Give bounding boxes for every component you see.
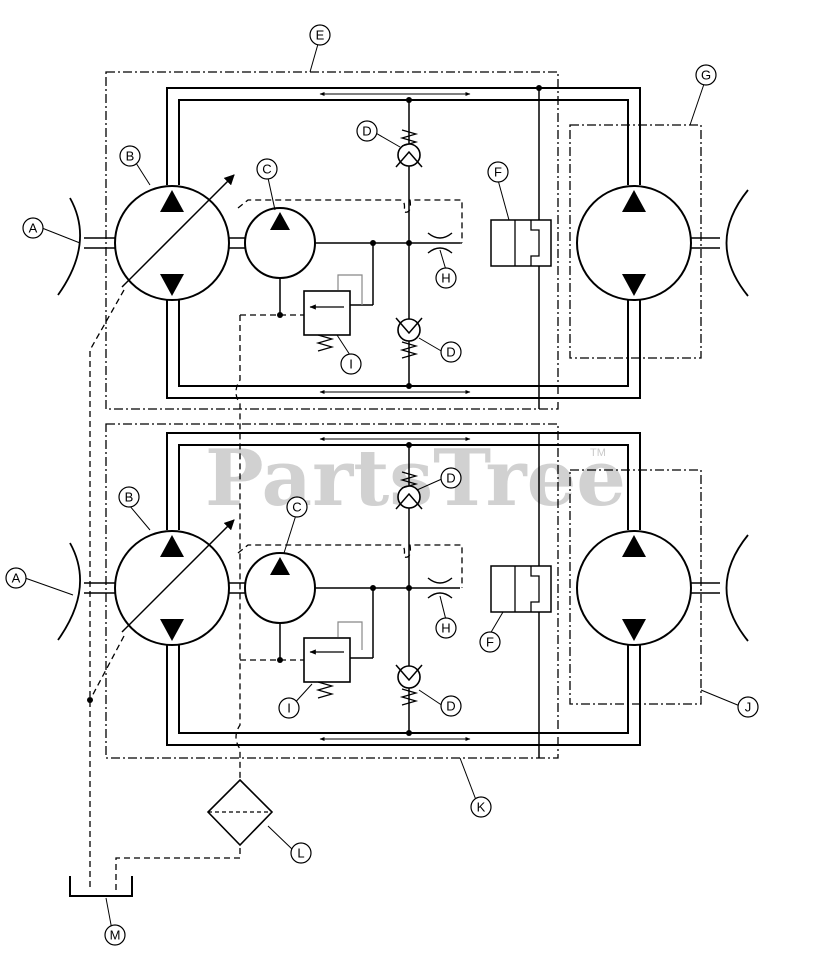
- reservoir-m: [69, 876, 133, 897]
- pilot-line-upper: [237, 199, 463, 243]
- svg-text:C: C: [262, 162, 271, 177]
- upper-circuit: [57, 71, 749, 410]
- svg-text:D: D: [446, 471, 455, 486]
- svg-text:E: E: [316, 28, 325, 43]
- callout-c-lower: C: [286, 496, 308, 518]
- svg-text:I: I: [349, 357, 353, 372]
- callout-l: L: [290, 842, 312, 864]
- svg-text:D: D: [446, 345, 455, 360]
- callout-k: K: [470, 796, 492, 818]
- orifice-h-upper: [409, 232, 460, 254]
- callout-i-lower: I: [278, 697, 300, 719]
- watermark-text: PartsTree: [205, 433, 626, 524]
- callout-f-upper: F: [487, 161, 509, 183]
- output-coupling-upper: [725, 189, 749, 297]
- main-loop-inner-lower: [178, 444, 629, 734]
- callout-d-lower-2: D: [440, 695, 462, 717]
- svg-text:B: B: [126, 149, 135, 164]
- enclosure-k: [105, 423, 559, 759]
- callout-i-upper: I: [340, 353, 362, 375]
- filter-l: [206, 778, 274, 847]
- svg-text:A: A: [29, 221, 38, 236]
- svg-text:H: H: [441, 621, 450, 636]
- pilot-line-lower: [237, 544, 463, 588]
- orifice-h-lower: [409, 577, 460, 599]
- output-coupling-lower: [725, 534, 749, 642]
- enclosure-j: [569, 469, 702, 705]
- input-coupling-a-lower: [57, 542, 81, 641]
- svg-text:B: B: [125, 490, 134, 505]
- svg-text:J: J: [745, 700, 752, 715]
- callout-f-lower: F: [479, 631, 501, 653]
- check-valve-d-upper-2: [395, 317, 423, 359]
- svg-text:M: M: [110, 928, 121, 943]
- charge-pump-c-upper: [244, 207, 316, 279]
- callout-d-upper-1: D: [356, 120, 378, 142]
- lower-circuit: [57, 423, 749, 759]
- wheel-motor-upper: [576, 185, 692, 301]
- relief-valve-i-lower: [240, 621, 363, 699]
- callout-m: M: [104, 924, 126, 946]
- callout-leaders: [24, 43, 741, 931]
- callout-a-lower: A: [5, 567, 27, 589]
- callout-b-lower: B: [118, 486, 140, 508]
- wheel-motor-lower: [576, 530, 692, 646]
- svg-text:F: F: [494, 165, 502, 180]
- enclosure-g: [569, 124, 702, 359]
- svg-text:D: D: [446, 699, 455, 714]
- check-valve-d-upper-1: [395, 129, 423, 168]
- drain-lines: [89, 289, 241, 890]
- main-loop-outer-lower: [166, 432, 641, 746]
- check-valve-d-lower-1: [395, 471, 423, 510]
- charge-pump-c-lower: [244, 552, 316, 624]
- svg-text:D: D: [362, 124, 371, 139]
- svg-text:G: G: [701, 68, 711, 83]
- svg-text:K: K: [477, 800, 486, 815]
- callout-c-upper: C: [256, 158, 278, 180]
- valve-f-upper: [490, 219, 552, 267]
- relief-valve-i-upper: [240, 274, 363, 352]
- svg-text:H: H: [441, 271, 450, 286]
- input-coupling-a-upper: [57, 197, 81, 296]
- svg-text:A: A: [12, 571, 21, 586]
- callouts: A B C D E F G H D I A B C D F H D I J K …: [5, 24, 759, 946]
- callout-g: G: [695, 64, 717, 86]
- callout-j: J: [737, 696, 759, 718]
- watermark-tm: TM: [590, 447, 606, 459]
- callout-h-lower: H: [435, 617, 457, 639]
- enclosure-e: [105, 71, 559, 410]
- svg-text:F: F: [486, 635, 494, 650]
- pump-b-lower: [114, 519, 235, 646]
- callout-e: E: [309, 24, 331, 46]
- callout-b-upper: B: [119, 145, 141, 167]
- main-loop-outer: [166, 87, 641, 399]
- pump-b-upper: [114, 174, 235, 301]
- callout-a-upper: A: [22, 217, 44, 239]
- check-valve-d-lower-2: [395, 664, 423, 706]
- main-loop-inner: [178, 99, 629, 387]
- callout-d-upper-2: D: [440, 341, 462, 363]
- callout-h-upper: H: [435, 267, 457, 289]
- valve-f-lower: [490, 565, 552, 613]
- svg-text:I: I: [287, 701, 291, 716]
- callout-d-lower-1: D: [440, 467, 462, 489]
- svg-text:L: L: [297, 846, 304, 861]
- svg-text:C: C: [292, 500, 301, 515]
